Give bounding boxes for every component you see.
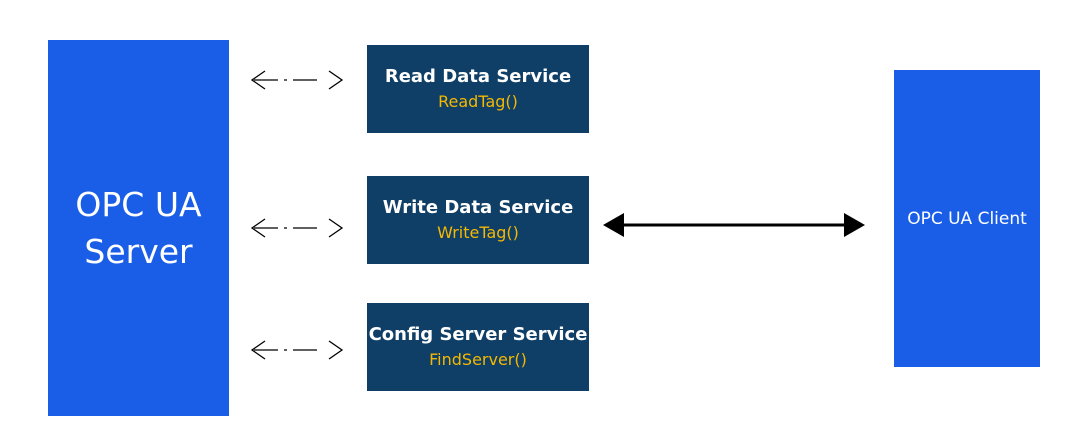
server-config-arrow	[250, 340, 344, 360]
server-label-line1: OPC UA	[75, 185, 202, 224]
service-name: Config Server Service	[368, 324, 588, 345]
server-write-arrow	[250, 218, 344, 238]
server-label-line2: Server	[84, 232, 193, 271]
write-client-arrow	[603, 213, 865, 237]
write-data-service-box: Write Data Service WriteTag()	[367, 176, 589, 264]
service-name: Write Data Service	[382, 197, 574, 218]
opc-ua-client-box: OPC UA Client	[894, 70, 1040, 367]
server-read-arrow	[250, 70, 344, 90]
read-data-service-box: Read Data Service ReadTag()	[367, 45, 589, 133]
client-label: OPC UA Client	[907, 208, 1027, 229]
service-method: WriteTag()	[437, 223, 519, 242]
opc-ua-server-box: OPC UA Server	[48, 40, 229, 416]
service-method: ReadTag()	[438, 92, 518, 111]
config-server-service-box: Config Server Service FindServer()	[367, 303, 589, 391]
service-name: Read Data Service	[384, 66, 572, 87]
service-method: FindServer()	[429, 350, 527, 369]
